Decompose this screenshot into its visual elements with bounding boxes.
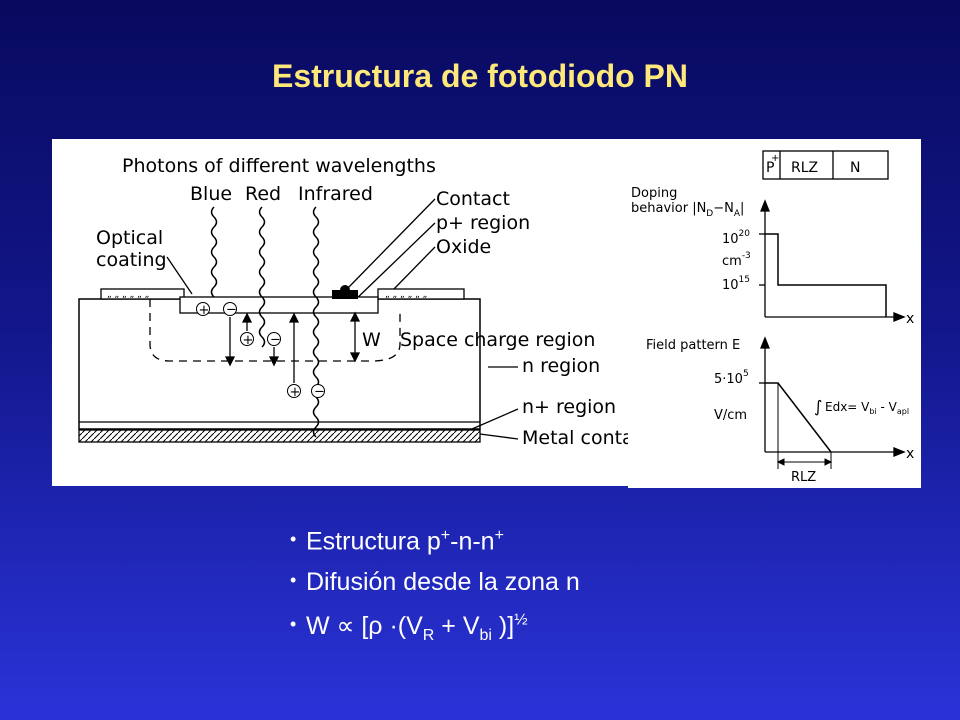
metal-contact-label: Metal conta: [522, 427, 628, 449]
electron-3: −: [311, 384, 325, 400]
tick-1020: 1020: [722, 229, 750, 247]
hole-1: +: [196, 302, 210, 318]
svg-text:„ „ „ „ „ „: „ „ „ „ „ „: [107, 290, 149, 300]
space-charge-boundary: [149, 299, 401, 362]
oxide-layers: „ „ „ „ „ „ „ „ „ „ „ „: [100, 288, 465, 300]
slide-title: Estructura de fotodiodo PN: [272, 58, 688, 94]
rlz-dimension: [776, 458, 833, 466]
substrate: [78, 298, 481, 443]
field-label: Field pattern E: [646, 338, 740, 353]
bullet-structure: •Estructura p+-n-n+: [290, 527, 504, 556]
svg-text:−: −: [270, 333, 281, 348]
field-profile: [765, 382, 832, 453]
contact-pad: [332, 285, 358, 299]
carriers: + − + − + −: [196, 302, 325, 400]
doping-profile: [765, 233, 887, 317]
svg-text:„ „ „ „ „ „: „ „ „ „ „ „: [385, 290, 427, 300]
integral-annotation: ∫ Edx= Vbi - Vapl: [814, 395, 921, 417]
field-unit: V/cm: [714, 408, 747, 423]
leader-lines: [166, 198, 519, 440]
doping-axes: [759, 199, 906, 322]
photodiode-cross-section: Photons of different wavelengths Blue Re…: [78, 155, 628, 449]
bullet-diffusion: •Difusión desde la zona n: [290, 568, 580, 596]
header-plus: +: [771, 153, 779, 164]
x-label-bottom: x: [906, 446, 914, 462]
contact-label: Contact: [436, 188, 510, 210]
coating-label: coating: [96, 249, 167, 271]
optical-label: Optical: [96, 227, 163, 249]
photodiode-cross-section-figure: Photons of different wavelengths Blue Re…: [52, 139, 628, 486]
w-label: W: [362, 329, 381, 351]
n-region-label: n region: [522, 355, 600, 377]
space-charge-label: Space charge region: [400, 329, 595, 351]
svg-text:+: +: [290, 385, 301, 400]
drift-arrows: [224, 312, 300, 383]
header-p: P: [766, 160, 774, 176]
svg-text:+: +: [199, 303, 210, 318]
svg-text:∫: ∫: [814, 397, 822, 416]
nplus-region-label: n+ region: [522, 396, 616, 418]
blue-label: Blue: [190, 183, 232, 205]
svg-text:+: +: [243, 333, 254, 348]
doping-line1: Doping: [631, 186, 677, 201]
x-label-top: x: [906, 311, 914, 327]
header-rlz: RLZ: [791, 160, 818, 176]
infrared-label: Infrared: [298, 183, 373, 205]
region-header: P + RLZ N: [762, 150, 889, 180]
doping-field-figure: P + RLZ N Doping behavior |ND−NA| 1020 c…: [628, 139, 921, 488]
doping-line2: behavior |ND−NA|: [631, 201, 744, 219]
rlz-bottom-label: RLZ: [791, 470, 816, 485]
doping-field-plots: P + RLZ N Doping behavior |ND−NA| 1020 c…: [631, 150, 921, 485]
electron-1: −: [223, 302, 237, 318]
oxide-label: Oxide: [436, 236, 491, 258]
hole-3: +: [287, 384, 301, 400]
tick-1015: 1015: [722, 275, 750, 293]
header-n: N: [850, 160, 860, 176]
w-arrow: [349, 311, 361, 363]
electron-2: −: [267, 332, 281, 348]
red-label: Red: [245, 183, 281, 205]
svg-text:Edx= Vbi - Vapl: Edx= Vbi - Vapl: [825, 400, 909, 416]
unit-cm3: cm-3: [722, 251, 751, 269]
photons-label: Photons of different wavelengths: [122, 155, 436, 177]
photon-rays: [210, 206, 320, 438]
svg-text:−: −: [226, 303, 237, 318]
svg-text:−: −: [314, 385, 325, 400]
p-region-label: p+ region: [436, 212, 530, 234]
hole-2: +: [240, 332, 254, 348]
bullet-width-formula: •W ∝ [ρ ·(VR + Vbi )]½: [290, 611, 528, 644]
field-tick: 5·105: [714, 369, 749, 387]
